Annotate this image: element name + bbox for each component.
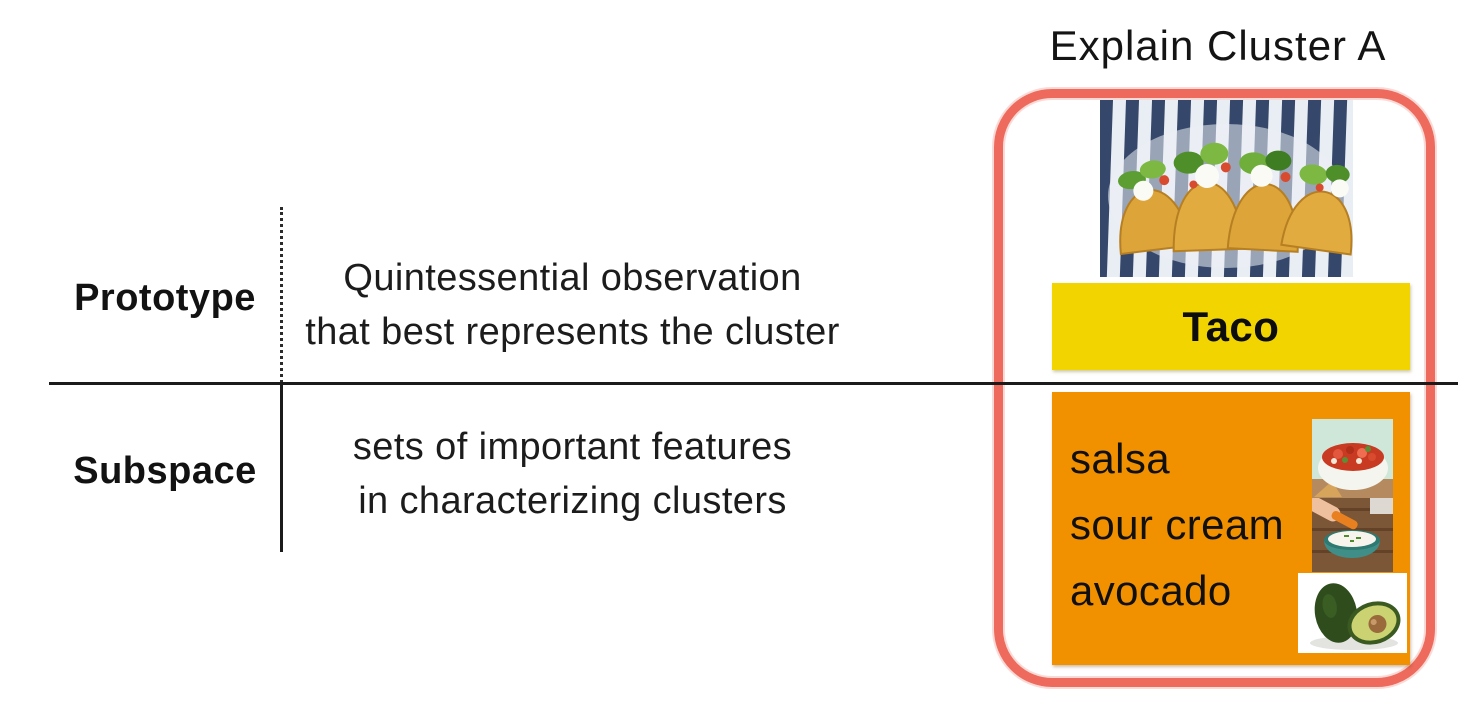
panel-title: Explain Cluster A: [1049, 22, 1387, 69]
table-horizontal-divider: [49, 382, 1458, 385]
table-vertical-divider-solid: [280, 385, 283, 552]
taco-plate-photo: [1100, 100, 1353, 277]
sour-cream-dip-photo: [1312, 498, 1393, 572]
row-desc-prototype-line1: Quintessential observation: [343, 257, 802, 299]
row-desc-prototype-line2: that best represents the cluster: [305, 311, 840, 353]
row-label-prototype: Prototype: [74, 277, 256, 319]
row-desc-subspace-line2: in characterizing clusters: [358, 480, 787, 522]
avocado-photo: [1298, 573, 1407, 653]
row-label-subspace: Subspace: [73, 450, 257, 492]
subspace-feature-list: salsa sour cream avocado: [1070, 426, 1284, 624]
feature-salsa: salsa: [1070, 435, 1171, 482]
cluster-highlight-outline: [994, 89, 1435, 687]
feature-sour-cream: sour cream: [1070, 501, 1285, 548]
row-desc-prototype: Quintessential observation that best rep…: [265, 251, 880, 359]
feature-avocado: avocado: [1070, 567, 1232, 614]
table-vertical-divider-dotted: [280, 207, 283, 383]
row-desc-subspace-line1: sets of important features: [352, 426, 793, 468]
row-desc-subspace: sets of important features in characteri…: [265, 420, 880, 528]
subspace-feature-box: salsa sour cream avocado: [1052, 392, 1410, 665]
prototype-label-text: Taco: [1182, 302, 1280, 350]
prototype-label-box: Taco: [1052, 283, 1410, 370]
salsa-bowl-photo: [1312, 419, 1393, 498]
